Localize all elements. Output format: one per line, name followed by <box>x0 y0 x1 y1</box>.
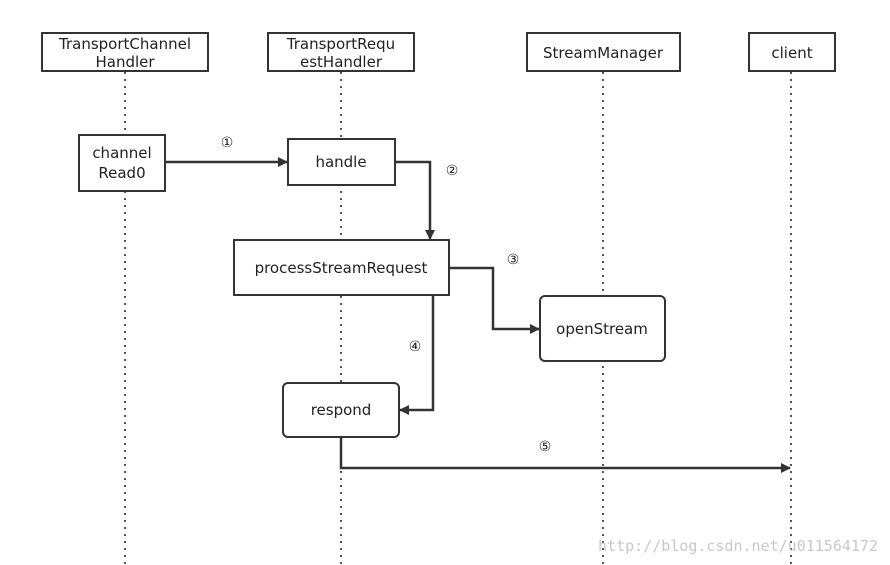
header-transportchannelhandler: TransportChannel Handler <box>41 32 209 72</box>
step-label-3: ③ <box>507 252 520 268</box>
step-label-1: ① <box>221 135 234 151</box>
activation-processstreamrequest: processStreamRequest <box>233 239 450 296</box>
header-label: client <box>771 44 812 62</box>
activation-handle: handle <box>287 138 396 186</box>
header-transportrequesthandler: TransportRequ estHandler <box>267 32 415 72</box>
header-streammanager: StreamManager <box>526 32 681 72</box>
header-label-line1: TransportRequ <box>286 35 395 53</box>
step-label-4: ④ <box>409 339 422 355</box>
arrow-step-3 <box>449 266 540 334</box>
activation-label: handle <box>315 153 366 171</box>
step-label-5: ⑤ <box>539 439 552 455</box>
header-client: client <box>748 32 836 72</box>
header-label-line1: TransportChannel <box>58 35 191 53</box>
activation-openstream: openStream <box>539 295 666 362</box>
activation-label-line1: channel <box>92 144 151 162</box>
arrow-step-5 <box>339 437 791 473</box>
activation-label: openStream <box>556 320 648 338</box>
activation-label-line2: Read0 <box>98 164 145 182</box>
watermark-text: http://blog.csdn.net/u011564172 <box>598 537 878 555</box>
activation-channelread0: channel Read0 <box>78 134 166 192</box>
header-label-line2: Handler <box>95 53 155 71</box>
arrow-step-4 <box>399 295 435 415</box>
activation-respond: respond <box>282 382 400 438</box>
arrow-step-2 <box>395 160 435 240</box>
header-label: StreamManager <box>543 44 664 62</box>
activation-label: respond <box>311 401 372 419</box>
step-label-2: ② <box>446 163 459 179</box>
header-label-line2: estHandler <box>300 53 383 71</box>
activation-label: processStreamRequest <box>255 259 428 277</box>
